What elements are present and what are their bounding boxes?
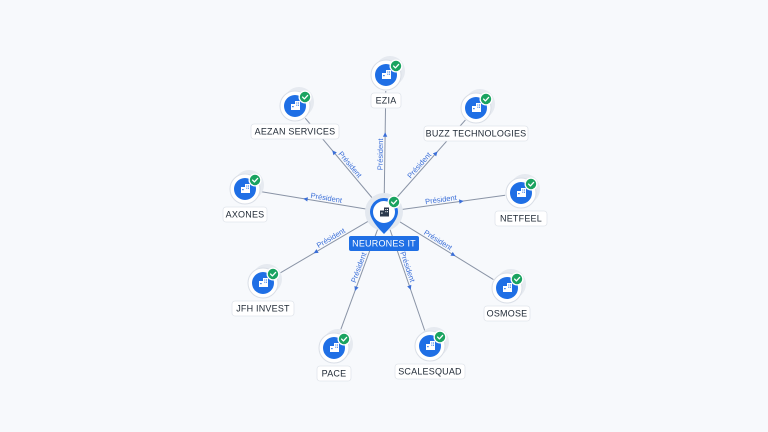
edge-relation-label: Président	[425, 193, 459, 206]
company-building-icon	[291, 101, 300, 110]
company-building-icon	[241, 184, 250, 193]
edge-relation-label: Président	[315, 226, 348, 250]
company-name: EZIA	[376, 96, 397, 106]
company-label[interactable]: EZIA	[370, 92, 402, 109]
company-label[interactable]: AEZAN SERVICES	[250, 123, 340, 140]
relation-edge-ezia[interactable]: Président	[376, 90, 388, 197]
company-label-box	[370, 92, 402, 109]
verified-check-icon	[387, 195, 401, 209]
verified-check-icon	[479, 92, 493, 106]
edge-arrow-icon	[458, 199, 464, 204]
company-label-box	[222, 206, 268, 223]
company-name: SCALESQUAD	[398, 367, 462, 377]
company-label[interactable]: PACE	[316, 365, 352, 382]
relation-edge-netfeel[interactable]: Président	[399, 193, 506, 211]
edge-line	[399, 194, 506, 211]
edge-line	[276, 219, 371, 276]
company-node-ezia[interactable]: EZIA	[370, 56, 405, 109]
company-name: JFH INVEST	[236, 304, 290, 314]
edge-relation-label: Président	[349, 250, 369, 284]
edge-arrow-icon	[407, 284, 412, 290]
center-company-name: NEURONES IT	[352, 239, 416, 249]
edge-arrow-icon	[313, 249, 319, 254]
company-node-buzz-technologies[interactable]: BUZZ TECHNOLOGIES	[423, 89, 529, 142]
company-label[interactable]: SCALESQUAD	[394, 363, 466, 380]
edge-arrow-icon	[450, 251, 456, 257]
company-name: BUZZ TECHNOLOGIES	[426, 129, 527, 139]
company-label-box	[250, 123, 340, 140]
verified-check-icon	[266, 267, 280, 281]
verified-check-icon	[298, 90, 312, 104]
edge-relation-label: Président	[405, 150, 433, 180]
company-label-box	[494, 210, 548, 227]
company-building-icon	[517, 188, 526, 197]
company-building-icon	[382, 70, 391, 79]
company-label[interactable]: BUZZ TECHNOLOGIES	[423, 125, 529, 142]
company-name: PACE	[322, 369, 347, 379]
company-building-icon	[330, 343, 339, 352]
company-name: AEZAN SERVICES	[255, 127, 336, 137]
company-label-box	[423, 125, 529, 142]
edge-arrow-icon	[354, 285, 359, 291]
company-node-pace[interactable]: PACE	[316, 329, 353, 382]
company-label[interactable]: NETFEEL	[494, 210, 548, 227]
company-name: OSMOSE	[487, 309, 528, 319]
company-building-icon	[426, 341, 435, 350]
edge-arrow-icon	[303, 197, 308, 202]
company-label[interactable]: JFH INVEST	[231, 300, 295, 317]
edge-relation-label: Président	[336, 150, 364, 181]
edge-line	[383, 90, 387, 197]
verified-check-icon	[524, 177, 538, 191]
verified-check-icon	[248, 173, 262, 187]
company-building-icon	[503, 283, 512, 292]
company-building-icon	[380, 207, 389, 217]
company-building-icon	[472, 103, 481, 112]
company-name: NETFEEL	[500, 214, 542, 224]
company-node-jfh-invest[interactable]: JFH INVEST	[231, 264, 295, 317]
company-node-axones[interactable]: AXONES	[222, 170, 268, 223]
company-label-box	[316, 365, 352, 382]
company-building-icon	[259, 278, 268, 287]
edge-relation-label: Président	[422, 228, 454, 253]
company-node-netfeel[interactable]: NETFEEL	[494, 174, 548, 227]
company-name: AXONES	[226, 210, 265, 220]
center-label[interactable]: NEURONES IT	[349, 236, 419, 251]
company-node-osmose[interactable]: OSMOSE	[483, 269, 531, 322]
edge-arrow-icon	[382, 132, 388, 137]
edge-relation-label: Président	[398, 250, 417, 284]
company-label[interactable]: AXONES	[222, 206, 268, 223]
company-node-aezan-services[interactable]: AEZAN SERVICES	[250, 87, 340, 140]
company-label-box	[483, 305, 531, 322]
verified-check-icon	[389, 59, 403, 73]
edge-arrow-icon	[432, 151, 438, 157]
relation-edge-axones[interactable]: Président	[260, 191, 369, 210]
center-label-box	[349, 236, 419, 251]
company-label[interactable]: OSMOSE	[483, 305, 531, 322]
edge-line	[397, 219, 494, 281]
edge-arrow-icon	[332, 150, 337, 156]
edge-relation-label: Président	[376, 138, 385, 171]
center-node[interactable]: NEURONES IT	[349, 193, 419, 251]
verified-check-icon	[433, 330, 447, 344]
company-label-box	[231, 300, 295, 317]
verified-check-icon	[510, 272, 524, 286]
company-node-scalesquad[interactable]: SCALESQUAD	[394, 327, 466, 380]
nodes-layer: EZIA BUZZ TECHNOLOGIES NETFEEL OSMOSE SCALES…	[222, 56, 548, 382]
company-label-box	[394, 363, 466, 380]
edge-line	[260, 191, 369, 210]
verified-check-icon	[337, 332, 351, 346]
